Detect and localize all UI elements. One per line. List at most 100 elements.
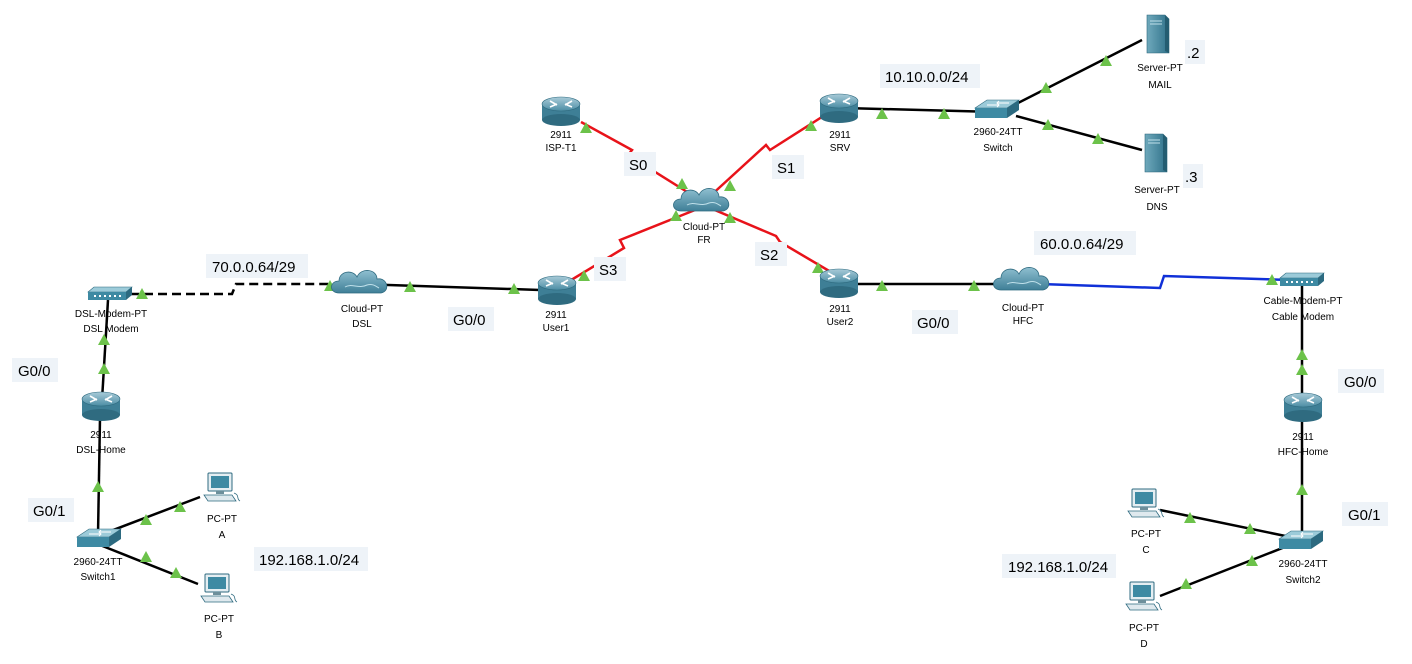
label-bg [206, 254, 308, 278]
label-bg [1183, 164, 1203, 188]
label-bg [1002, 554, 1116, 578]
iface-label-dsl-home-g01: G0/1 [33, 503, 66, 520]
device-user2[interactable]: 2911 User2 [819, 268, 859, 328]
device-pc-b[interactable]: PC-PT B [200, 573, 238, 641]
pc-icon [1127, 488, 1165, 518]
device-fr-cloud[interactable]: Cloud-PT FR [673, 187, 730, 246]
link-srv-fr[interactable] [707, 106, 837, 199]
link-switch2-pc-d[interactable] [1159, 543, 1291, 598]
device-name: Switch1 [80, 572, 115, 583]
links [96, 38, 1304, 598]
device-dns-server[interactable]: Server-PT DNS [1134, 133, 1180, 213]
device-mail-server[interactable]: Server-PT MAIL [1137, 14, 1183, 91]
host-label-mail: .2 [1187, 45, 1200, 62]
device-model: 2911 [829, 304, 851, 315]
switch-icon [76, 528, 122, 548]
device-dsl-home[interactable]: 2911 DSL-Home [76, 391, 126, 456]
label-bg [1185, 40, 1205, 64]
serial-label-s2: S2 [760, 247, 778, 264]
device-model: 2911 [829, 130, 851, 141]
link-switch-mail[interactable] [1015, 38, 1143, 106]
device-name: DSL Modem [83, 324, 138, 335]
cloud-icon [673, 187, 730, 212]
annotations: 10.10.0.0/24 .2 .3 S0 S1 S2 S3 70.0.0.64… [12, 40, 1388, 578]
pc-icon [1125, 581, 1163, 611]
device-name: D [1140, 639, 1147, 650]
link-dsl-modem-cloud[interactable] [130, 282, 360, 296]
link-switch2-pc-c[interactable] [1159, 508, 1296, 540]
device-hfc-home[interactable]: 2911 HFC-Home [1278, 392, 1329, 458]
link-modem-dsl-home[interactable] [100, 299, 110, 401]
link-user1-fr[interactable] [557, 206, 701, 290]
device-pc-a[interactable]: PC-PT A [203, 472, 241, 541]
net-label-lan-left: 192.168.1.0/24 [259, 552, 359, 569]
link-dsl-home-switch1[interactable] [96, 417, 102, 536]
port-up-icon [876, 280, 888, 291]
device-name: DNS [1146, 202, 1167, 213]
device-name: A [219, 530, 226, 541]
device-model: Cable-Modem-PT [1264, 296, 1343, 307]
router-icon [819, 268, 859, 299]
label-bg [1034, 231, 1136, 255]
device-model: Server-PT [1137, 63, 1183, 74]
serial-label-s3: S3 [599, 262, 617, 279]
link-srv-switch[interactable] [843, 106, 997, 114]
device-name: Switch2 [1285, 575, 1320, 586]
device-model: PC-PT [204, 614, 234, 625]
device-model: Cloud-PT [1002, 303, 1044, 314]
link-switch1-pc-a[interactable] [99, 495, 201, 537]
device-model: PC-PT [1131, 529, 1161, 540]
port-up-icon [968, 280, 980, 291]
label-bg [624, 152, 656, 176]
iface-label-user2: G0/0 [917, 315, 950, 332]
server-icon [1146, 14, 1170, 54]
router-icon [81, 391, 121, 422]
device-name: HFC-Home [1278, 447, 1329, 458]
port-up-icon [140, 551, 152, 562]
device-dsl-modem[interactable]: DSL-Modem-PT DSL Modem [75, 286, 147, 335]
device-model: Cloud-PT [683, 222, 725, 233]
device-model: Server-PT [1134, 185, 1180, 196]
device-srv-switch[interactable]: 2960-24TT Switch [974, 99, 1023, 154]
pc-icon [203, 472, 241, 502]
device-isp-t1[interactable]: 2911 ISP-T1 [541, 96, 581, 154]
device-model: 2960-24TT [74, 557, 123, 568]
link-user2-fr[interactable] [709, 206, 837, 277]
serial-label-s1: S1 [777, 160, 795, 177]
label-bg [880, 64, 980, 88]
cloud-icon [331, 269, 388, 294]
serial-label-s0: S0 [629, 157, 647, 174]
device-hfc-cloud[interactable]: Cloud-PT HFC [993, 266, 1050, 327]
port-up-icon [98, 363, 110, 374]
router-icon [1283, 392, 1323, 423]
device-model: PC-PT [207, 514, 237, 525]
link-dsl-user1[interactable] [359, 282, 541, 292]
device-name: HFC [1013, 316, 1034, 327]
port-up-icon [1296, 364, 1308, 375]
device-pc-d[interactable]: PC-PT D [1125, 581, 1163, 650]
device-cable-modem[interactable]: Cable-Modem-PT Cable Modem [1264, 272, 1343, 323]
port-up-icon [92, 481, 104, 492]
link-switch-dns[interactable] [1015, 114, 1143, 152]
label-bg [254, 547, 368, 571]
device-dsl-cloud[interactable]: Cloud-PT DSL [331, 269, 388, 330]
device-model: 2911 [545, 310, 567, 321]
link-hfc-cable-modem[interactable] [1039, 274, 1291, 290]
port-up-icon [1296, 349, 1308, 360]
router-icon [541, 96, 581, 127]
device-name: DSL [352, 319, 372, 330]
device-model: 2960-24TT [1279, 559, 1328, 570]
device-pc-c[interactable]: PC-PT C [1127, 488, 1165, 556]
device-switch1[interactable]: 2960-24TT Switch1 [74, 528, 123, 583]
label-bg [1342, 502, 1388, 526]
port-up-icon [1296, 484, 1308, 495]
device-srv[interactable]: 2911 SRV [819, 93, 859, 154]
device-user1[interactable]: 2911 User1 [537, 275, 577, 334]
device-name: B [216, 630, 223, 641]
device-name: Switch [983, 143, 1012, 154]
port-up-icon [676, 178, 688, 189]
device-switch2[interactable]: 2960-24TT Switch2 [1278, 530, 1328, 586]
router-icon [819, 93, 859, 124]
